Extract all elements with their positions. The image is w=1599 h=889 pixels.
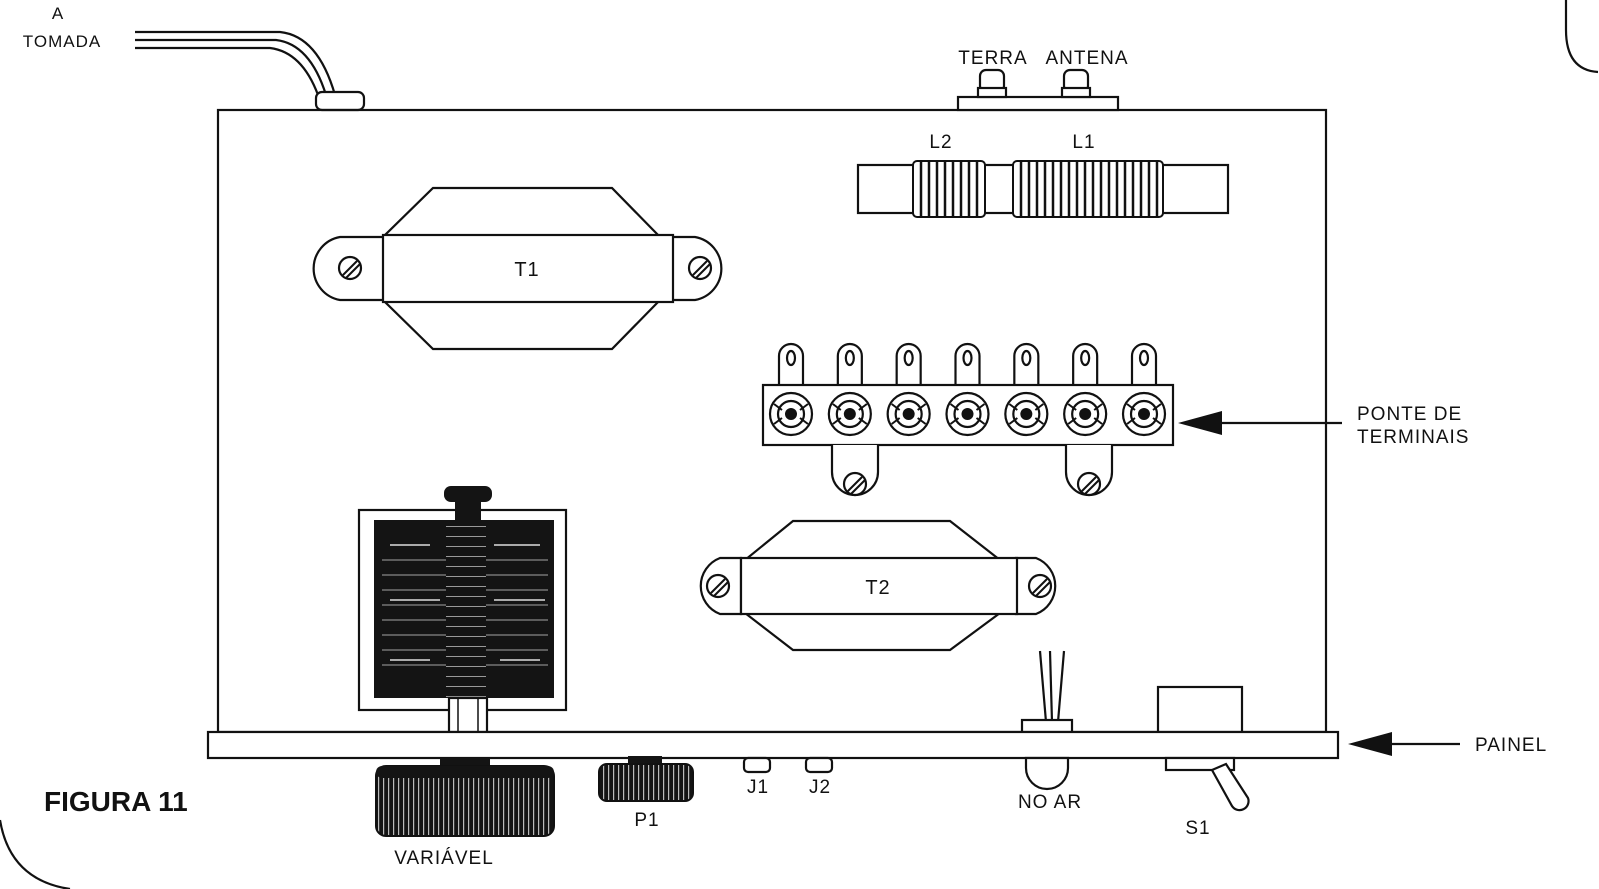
- on-air-led-leads: [1020, 650, 1074, 734]
- t2-screw-right: [1027, 573, 1053, 599]
- coil-l2-winding: [912, 160, 986, 218]
- variable-capacitor: [357, 486, 568, 734]
- panel-label: PAINEL: [1475, 735, 1547, 756]
- outlet-label-line2: TOMADA: [23, 32, 101, 51]
- t2-screw-left: [705, 573, 731, 599]
- t2-core: [739, 556, 1019, 616]
- front-panel: [206, 730, 1340, 760]
- terminal-strip-label-line2: TERMINAIS: [1357, 427, 1469, 448]
- on-air-led: [1024, 756, 1070, 791]
- capacitor-shaft-bottom: [447, 696, 489, 734]
- jack-j2: [804, 756, 834, 774]
- strip-mount-screw-left: [842, 471, 868, 497]
- border-corner-top-right: [1564, 0, 1599, 74]
- coil-form: [856, 160, 1230, 218]
- j1-label: J1: [747, 777, 769, 798]
- switch-s1-body: [1156, 685, 1244, 734]
- terminal-rivet: [827, 391, 872, 437]
- t1-screw-left: [337, 255, 363, 281]
- terminal-strip-label-line1: PONTE DE: [1357, 404, 1462, 425]
- figure-title: FIGURA 11: [44, 786, 188, 817]
- antenna-ground-terminals: [956, 68, 1120, 112]
- terminal-rivet: [1063, 391, 1108, 437]
- led-holder: [1020, 718, 1074, 734]
- terminal-lug: [777, 342, 805, 389]
- terminal-strip-arrow: [1178, 411, 1342, 435]
- terminal-rivet: [1004, 391, 1049, 437]
- terminal-lugs: [777, 342, 1158, 389]
- t1-core: [381, 233, 675, 304]
- terminal-lug: [1013, 342, 1040, 389]
- p1-label: P1: [634, 810, 659, 831]
- outlet-label-line1: A: [52, 4, 64, 23]
- terminal-strip: [761, 342, 1175, 497]
- terminal-rivet: [886, 391, 931, 437]
- strip-mount-screw-right: [1076, 471, 1102, 497]
- t2-label: T2: [865, 577, 890, 599]
- antenna-label: ANTENA: [1045, 48, 1128, 69]
- switch-s1-toggle: [1164, 756, 1250, 812]
- power-cord: [135, 30, 366, 112]
- jack-j1: [742, 756, 772, 774]
- terminal-rivets: [768, 391, 1167, 437]
- terminal-lug: [1130, 342, 1158, 389]
- transformer-t2: [699, 519, 1057, 652]
- variable-knob: [375, 758, 555, 837]
- terminal-rivet: [945, 391, 990, 437]
- t1-label: T1: [514, 259, 539, 281]
- variable-label: VARIÁVEL: [394, 848, 494, 869]
- j2-label: J2: [809, 777, 831, 798]
- coil-l1-label: L1: [1072, 132, 1095, 153]
- terminal-lug: [954, 342, 981, 389]
- ground-label: TERRA: [958, 48, 1027, 69]
- terminal-rivet: [768, 391, 814, 437]
- coil-l2-label: L2: [929, 132, 952, 153]
- coil-l1-winding: [1012, 160, 1164, 218]
- terminal-lug: [895, 342, 922, 389]
- border-corner-bottom-left: [0, 819, 71, 889]
- capacitor-shaft-top: [455, 500, 481, 520]
- t1-screw-right: [687, 255, 713, 281]
- terminal-rivet: [1121, 391, 1167, 437]
- s1-label: S1: [1185, 818, 1210, 839]
- terminal-lug: [836, 342, 863, 389]
- panel-arrow: [1348, 732, 1460, 756]
- potentiometer-p1-knob: [598, 756, 694, 802]
- terminal-lug: [1072, 342, 1099, 389]
- cord-grommet: [314, 90, 366, 112]
- on-air-label: NO AR: [1018, 792, 1082, 813]
- terminal-mount-plate: [956, 95, 1120, 112]
- transformer-t1: [312, 186, 723, 351]
